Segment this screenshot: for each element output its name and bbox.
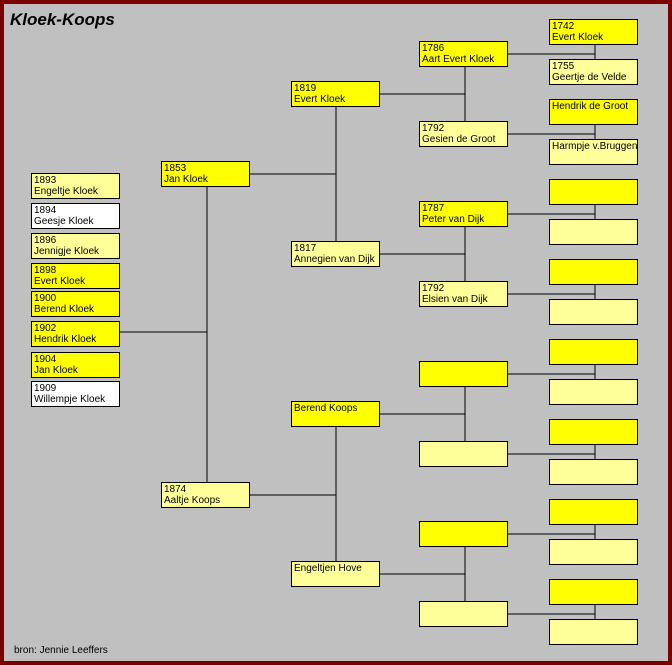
person-year: 1755 xyxy=(552,61,575,72)
person-year: 1792 xyxy=(422,283,445,294)
child-box-4: 1898 Evert Kloek xyxy=(31,263,120,289)
gg-grandparent-box-1: 1742 Evert Kloek xyxy=(549,19,638,45)
child-box-8: 1909 Willempje Kloek xyxy=(31,381,120,407)
person-name: Jan Kloek xyxy=(164,174,208,185)
great-grandparent-box-8 xyxy=(419,601,508,627)
gg-grandparent-box-16 xyxy=(549,619,638,645)
child-name: Hendrik Kloek xyxy=(34,334,97,345)
person-name: Evert Kloek xyxy=(294,94,346,105)
great-grandparent-box-4: 1792 Elsien van Dijk xyxy=(419,281,508,307)
gg-grandparent-box-3: Hendrik de Groot xyxy=(549,99,638,125)
gg-grandparent-box-9 xyxy=(549,339,638,365)
person-name: Peter van Dijk xyxy=(422,214,485,225)
tree-title: Kloek-Koops xyxy=(10,10,115,29)
great-grandparent-box-7 xyxy=(419,521,508,547)
person-name: Hendrik de Groot xyxy=(552,101,629,112)
person-name: Annegien van Dijk xyxy=(294,254,375,265)
child-year: 1896 xyxy=(34,235,57,246)
gg-grandparent-box-2: 1755 Geertje de Velde xyxy=(549,59,638,85)
gg-grandparent-box-10 xyxy=(549,379,638,405)
person-name: Engeltjen Hove xyxy=(294,563,362,574)
gg-grandparent-box-15 xyxy=(549,579,638,605)
child-year: 1893 xyxy=(34,175,57,186)
person-year: 1787 xyxy=(422,203,445,214)
gg-grandparent-box-12 xyxy=(549,459,638,485)
child-name: Willempje Kloek xyxy=(34,394,106,405)
grandfather-paternal-box: 1819 Evert Kloek xyxy=(291,81,380,107)
child-name: Geesje Kloek xyxy=(34,216,94,227)
person-year: 1817 xyxy=(294,243,317,254)
grandmother-maternal-box: Engeltjen Hove xyxy=(291,561,380,587)
gg-grandparent-box-5 xyxy=(549,179,638,205)
child-box-1: 1893 Engeltje Kloek xyxy=(31,173,120,199)
person-year: 1874 xyxy=(164,484,187,495)
person-year: 1819 xyxy=(294,83,317,94)
child-box-6: 1902 Hendrik Kloek xyxy=(31,321,120,347)
person-year: 1742 xyxy=(552,21,575,32)
family-tree-frame: Kloek-Koops 1893 Engeltje Kloek 1894 Gee… xyxy=(4,4,668,661)
child-name: Jan Kloek xyxy=(34,365,78,376)
person-name: Geertje de Velde xyxy=(552,72,627,83)
person-name: Harmpje v.Bruggen xyxy=(552,141,638,152)
person-year: 1786 xyxy=(422,43,445,54)
child-name: Berend Kloek xyxy=(34,304,95,315)
child-year: 1894 xyxy=(34,205,57,216)
gg-grandparent-box-8 xyxy=(549,299,638,325)
child-year: 1904 xyxy=(34,354,57,365)
gg-grandparent-box-4: Harmpje v.Bruggen xyxy=(549,139,638,165)
person-year: 1792 xyxy=(422,123,445,134)
source-credit: bron: Jennie Leeffers xyxy=(14,645,108,656)
child-name: Evert Kloek xyxy=(34,276,86,287)
great-grandparent-box-5 xyxy=(419,361,508,387)
grandmother-paternal-box: 1817 Annegien van Dijk xyxy=(291,241,380,267)
child-box-3: 1896 Jennigje Kloek xyxy=(31,233,120,259)
person-name: Elsien van Dijk xyxy=(422,294,488,305)
grandfather-maternal-box: Berend Koops xyxy=(291,401,380,427)
person-name: Aart Evert Kloek xyxy=(422,54,495,65)
person-year: 1853 xyxy=(164,163,187,174)
person-name: Berend Koops xyxy=(294,403,358,414)
person-name: Gesien de Groot xyxy=(422,134,496,145)
gg-grandparent-box-14 xyxy=(549,539,638,565)
person-name: Aaltje Koops xyxy=(164,495,221,506)
gg-grandparent-box-13 xyxy=(549,499,638,525)
great-grandparent-box-1: 1786 Aart Evert Kloek xyxy=(419,41,508,67)
person-name: Evert Kloek xyxy=(552,32,604,43)
child-year: 1898 xyxy=(34,265,57,276)
child-box-7: 1904 Jan Kloek xyxy=(31,352,120,378)
connector-lines xyxy=(120,32,596,632)
gg-grandparent-box-11 xyxy=(549,419,638,445)
child-year: 1900 xyxy=(34,293,57,304)
child-box-5: 1900 Berend Kloek xyxy=(31,291,120,317)
child-name: Jennigje Kloek xyxy=(34,246,100,257)
great-grandparent-box-3: 1787 Peter van Dijk xyxy=(419,201,508,227)
great-grandparent-box-2: 1792 Gesien de Groot xyxy=(419,121,508,147)
child-year: 1902 xyxy=(34,323,57,334)
mother-box: 1874 Aaltje Koops xyxy=(161,482,250,508)
gg-grandparent-box-7 xyxy=(549,259,638,285)
child-year: 1909 xyxy=(34,383,57,394)
gg-grandparent-box-6 xyxy=(549,219,638,245)
child-name: Engeltje Kloek xyxy=(34,186,98,197)
father-box: 1853 Jan Kloek xyxy=(161,161,250,187)
child-box-2: 1894 Geesje Kloek xyxy=(31,203,120,229)
great-grandparent-box-6 xyxy=(419,441,508,467)
